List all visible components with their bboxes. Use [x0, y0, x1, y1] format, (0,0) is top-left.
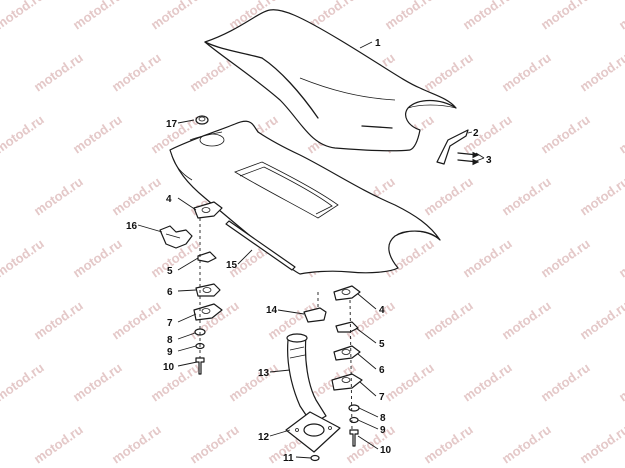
callout-11: 11: [283, 453, 294, 464]
callout-6: 6: [167, 287, 173, 298]
part-seat-cover: [204, 9, 457, 152]
watermark-text: motod.ru: [31, 50, 86, 95]
watermark-text: motod.ru: [70, 112, 125, 157]
watermark-text: motod.ru: [70, 360, 125, 405]
watermark-text: motod.ru: [577, 50, 625, 95]
part-clip: [303, 307, 327, 323]
part-screw: [310, 454, 320, 462]
right-assembly-axis: [349, 299, 353, 431]
leader-lines: [137, 41, 485, 459]
watermark-text: motod.ru: [499, 50, 554, 95]
watermark-text: motod.ru: [31, 174, 86, 219]
part-grommet: [195, 115, 209, 125]
callout-16: 16: [126, 221, 138, 232]
watermark-text: motod.ru: [577, 422, 625, 467]
callout-4: 4: [379, 305, 385, 316]
watermark-text: motod.ru: [421, 298, 476, 343]
watermark-text: motod.ru: [538, 236, 593, 281]
watermark-text: motod.ru: [460, 112, 515, 157]
watermark-text: motod.ru: [109, 298, 164, 343]
callout-10: 10: [380, 445, 392, 456]
watermark-text: motod.ru: [616, 360, 625, 405]
watermark-text: motod.ru: [148, 360, 203, 405]
watermark-text: motod.ru: [499, 422, 554, 467]
callout-labels: 1 2 3 4 4 5 5 6 6 7 7 8 8 9 9 10 10 11 1…: [126, 38, 492, 464]
watermark-text: motod.ru: [421, 174, 476, 219]
watermark-text: motod.ru: [109, 174, 164, 219]
watermark-text: motod.ru: [499, 298, 554, 343]
callout-5: 5: [379, 339, 385, 350]
part-hinge: [159, 225, 193, 249]
callout-14: 14: [266, 305, 278, 316]
watermark-text: motod.ru: [148, 0, 203, 32]
part-left-spacer: [197, 251, 217, 263]
watermark-text: motod.ru: [382, 0, 437, 32]
part-bracket: [436, 129, 469, 165]
watermark-text: motod.ru: [0, 112, 47, 157]
watermark-text: motod.ru: [538, 112, 593, 157]
watermark-text: motod.ru: [31, 422, 86, 467]
watermark-text: motod.ru: [0, 236, 47, 281]
part-right-fasteners: [348, 404, 360, 447]
watermark-text: motod.ru: [460, 0, 515, 32]
part-hose: [286, 333, 327, 425]
part-right-bracket: [333, 285, 361, 301]
watermark-text: motod.ru: [460, 236, 515, 281]
watermark-text: motod.ru: [577, 298, 625, 343]
callout-12: 12: [258, 432, 270, 443]
watermark-text: motod.ru: [499, 174, 554, 219]
watermark-text: motod.ru: [109, 422, 164, 467]
part-flange-plate: [285, 411, 341, 453]
callout-4: 4: [166, 194, 172, 205]
callout-17: 17: [166, 119, 178, 130]
watermark-text: motod.ru: [187, 422, 242, 467]
part-rod: [225, 220, 296, 271]
callout-6: 6: [379, 365, 385, 376]
callout-8: 8: [167, 335, 173, 346]
watermark-text: motod.ru: [0, 360, 47, 405]
watermark-text: motod.ru: [109, 50, 164, 95]
part-right-spacer: [335, 321, 359, 333]
watermark-text: motod.ru: [538, 360, 593, 405]
part-left-bracket: [193, 201, 223, 219]
callout-7: 7: [379, 392, 385, 403]
callout-3: 3: [486, 155, 492, 166]
callout-2: 2: [473, 128, 479, 139]
callout-7: 7: [167, 318, 173, 329]
watermark-text: motod.ru: [577, 174, 625, 219]
watermark-text: motod.ru: [616, 112, 625, 157]
watermark-text: motod.ru: [70, 236, 125, 281]
watermark-text: motod.ru: [460, 360, 515, 405]
callout-10: 10: [163, 362, 175, 373]
watermark-text: motod.ru: [421, 422, 476, 467]
callout-1: 1: [375, 38, 381, 49]
part-left-washer-plate: [195, 283, 221, 297]
watermark-text: motod.ru: [382, 360, 437, 405]
watermark-text: motod.ru: [0, 0, 47, 32]
watermark-text: motod.ru: [421, 50, 476, 95]
watermark-text: motod.ru: [616, 0, 625, 32]
callout-9: 9: [167, 347, 173, 358]
part-right-mount-plate: [331, 373, 363, 391]
callout-9: 9: [380, 425, 386, 436]
watermark-text: motod.ru: [31, 298, 86, 343]
watermark-text: motod.ru: [226, 360, 281, 405]
watermark-text: motod.ru: [616, 236, 625, 281]
callout-5: 5: [167, 266, 173, 277]
callout-8: 8: [380, 413, 386, 424]
part-right-washer-plate: [333, 345, 361, 361]
part-screws: [457, 151, 480, 166]
watermark-text: motod.ru: [538, 0, 593, 32]
callout-13: 13: [258, 368, 270, 379]
part-seat-base: [169, 120, 441, 275]
part-left-mount-plate: [193, 303, 223, 321]
watermark-text: motod.ru: [70, 0, 125, 32]
callout-15: 15: [226, 260, 238, 271]
